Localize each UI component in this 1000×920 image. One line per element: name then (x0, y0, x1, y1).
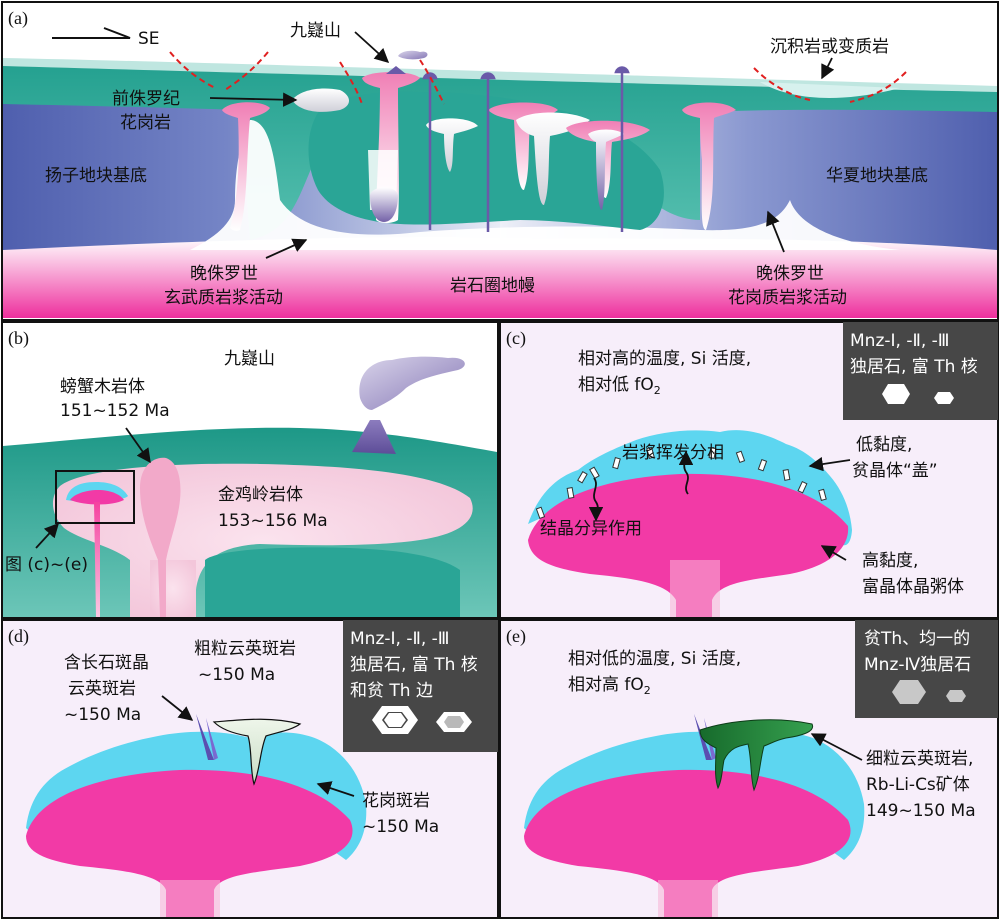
jiuyishan-label-a: 九嶷山 (290, 21, 341, 41)
conditions-e-1: 相对低的温度, Si 活度, (568, 649, 741, 669)
panel-a-tag: (a) (8, 8, 28, 29)
volatile-phase-label: 岩浆挥发分相 (622, 443, 724, 463)
granite-porphyry-2: ~150 Ma (362, 817, 439, 837)
low-viscosity-2: 贫晶体“盖” (852, 461, 938, 481)
fine-greisen-2: Rb-Li-Cs矿体 (866, 775, 970, 795)
low-viscosity-1: 低黏度, (856, 435, 912, 455)
sedimentary-rock-label: 沉积岩或变质岩 (770, 37, 889, 57)
pangxiemu-label-1: 螃蟹木岩体 (60, 377, 145, 397)
feldspar-porphyry-3: ~150 Ma (64, 705, 141, 725)
panel-e: (e) 相对低的温度, Si 活度, 相对高 fO2 细粒云英斑岩, Rb-Li… (499, 619, 999, 919)
high-viscosity-1: 高黏度, (862, 551, 918, 571)
high-viscosity-2: 富晶体晶粥体 (862, 577, 964, 597)
panel-b-tag: (b) (8, 328, 29, 349)
monazite-c-1: Mnz-Ⅰ, -Ⅱ, -Ⅲ (850, 331, 950, 351)
monazite-c-2: 独居石, 富 Th 核 (850, 357, 978, 377)
panel-c-tag: (c) (506, 328, 526, 349)
feldspar-porphyry-1: 含长石斑晶 (64, 653, 149, 673)
jinjiling-label-2: 153~156 Ma (218, 511, 328, 531)
fine-greisen-1: 细粒云英斑岩, (866, 749, 973, 769)
figure-reference-label: 图 (c)~(e) (5, 555, 88, 575)
conditions-e-2: 相对高 fO2 (568, 675, 651, 697)
monazite-d-2: 独居石, 富 Th 核 (350, 655, 478, 675)
monazite-d-1: Mnz-Ⅰ, -Ⅱ, -Ⅲ (350, 629, 450, 649)
basalt-label-1: 晚侏罗世 (190, 264, 258, 284)
feldspar-porphyry-2: 云英斑岩 (68, 679, 136, 699)
granite-label-1: 晚侏罗世 (756, 264, 824, 284)
jiuyishan-label-b: 九嶷山 (224, 349, 275, 369)
basalt-label-2: 玄武质岩浆活动 (164, 288, 283, 308)
coarse-greisen-2: ~150 Ma (198, 665, 275, 685)
monazite-d-3: 和贫 Th 边 (350, 681, 433, 701)
panel-e-tag: (e) (506, 626, 526, 647)
granite-porphyry-1: 花岗斑岩 (362, 791, 430, 811)
panel-d-tag: (d) (8, 626, 29, 647)
crystallization-label: 结晶分异作用 (540, 519, 642, 539)
coarse-greisen-1: 粗粒云英斑岩 (194, 639, 296, 659)
cathaysia-label: 华夏地块基底 (826, 166, 928, 186)
panel-a: (a) SE 九嶷山 沉积岩或变质岩 前侏罗纪 花岗岩 扬子地块基底 华夏地块基… (1, 1, 999, 321)
pangxiemu-label-2: 151~152 Ma (60, 401, 170, 421)
pre-jurassic-label-2: 花岗岩 (120, 113, 171, 133)
panel-c: (c) 相对高的温度, Si 活度, 相对低 fO2 岩浆挥发分相 结晶分异作用… (499, 321, 999, 619)
mantle-label: 岩石圈地幔 (450, 276, 535, 296)
fine-greisen-3: 149~150 Ma (866, 801, 976, 821)
jinjiling-label-1: 金鸡岭岩体 (218, 485, 303, 505)
granite-label-2: 花岗质岩浆活动 (728, 288, 847, 308)
direction-label: SE (138, 29, 160, 49)
pre-jurassic-label-1: 前侏罗纪 (112, 89, 180, 109)
monazite-e-2: Mnz-Ⅳ独居石 (864, 655, 971, 675)
panel-b: (b) 九嶷山 螃蟹木岩体 151~152 Ma 金鸡岭岩体 153~156 M… (1, 321, 499, 619)
conditions-c-1: 相对高的温度, Si 活度, (578, 349, 751, 369)
monazite-e-1: 贫Th、均一的 (864, 629, 970, 649)
yangtze-label: 扬子地块基底 (45, 166, 147, 186)
conditions-c-2: 相对低 fO2 (578, 375, 661, 397)
panel-d: (d) 含长石斑晶 云英斑岩 ~150 Ma 粗粒云英斑岩 ~150 Ma 花岗… (1, 619, 499, 919)
